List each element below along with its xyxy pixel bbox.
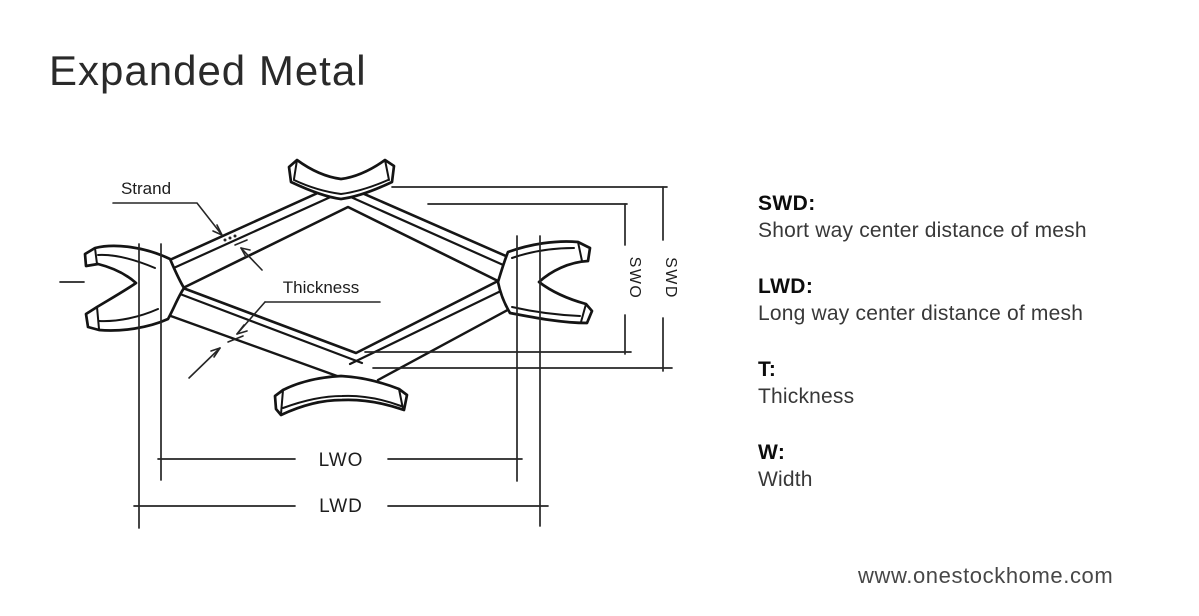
glossary-definition: Short way center distance of mesh [758, 219, 1087, 242]
swd-label: SWD [662, 257, 679, 299]
glossary-term: W: [758, 441, 786, 464]
glossary-term: LWD: [758, 275, 814, 298]
expanded-metal-diagram: Strand Thickness SWO SWD LWO LWD [59, 158, 679, 529]
glossary-item-lwd: LWD: Long way center distance of mesh [758, 273, 1178, 327]
glossary-item-w: W: Width [758, 439, 1178, 493]
glossary-item-swd: SWD: Short way center distance of mesh [758, 190, 1178, 244]
swo-label: SWO [626, 257, 643, 300]
strand-dotted-marker [223, 234, 237, 242]
dimension-lines [59, 186, 673, 529]
thickness-label: Thickness [283, 278, 360, 297]
strand-label: Strand [121, 179, 171, 198]
glossary-term: T: [758, 358, 777, 381]
glossary-definition: Width [758, 468, 813, 491]
diagram-labels: Strand Thickness SWO SWD LWO LWD [121, 179, 679, 517]
glossary-definition: Thickness [758, 385, 855, 408]
glossary-definition: Long way center distance of mesh [758, 302, 1084, 325]
mesh-bonds [83, 158, 594, 417]
glossary-item-t: T: Thickness [758, 356, 1178, 410]
lwd-label: LWD [319, 496, 363, 517]
leader-lines [112, 202, 381, 379]
glossary-term: SWD: [758, 192, 816, 215]
lwo-label: LWO [319, 450, 364, 471]
website-url: www.onestockhome.com [858, 563, 1114, 588]
page-title: Expanded Metal [49, 47, 367, 94]
glossary: SWD: Short way center distance of mesh L… [758, 190, 1178, 522]
